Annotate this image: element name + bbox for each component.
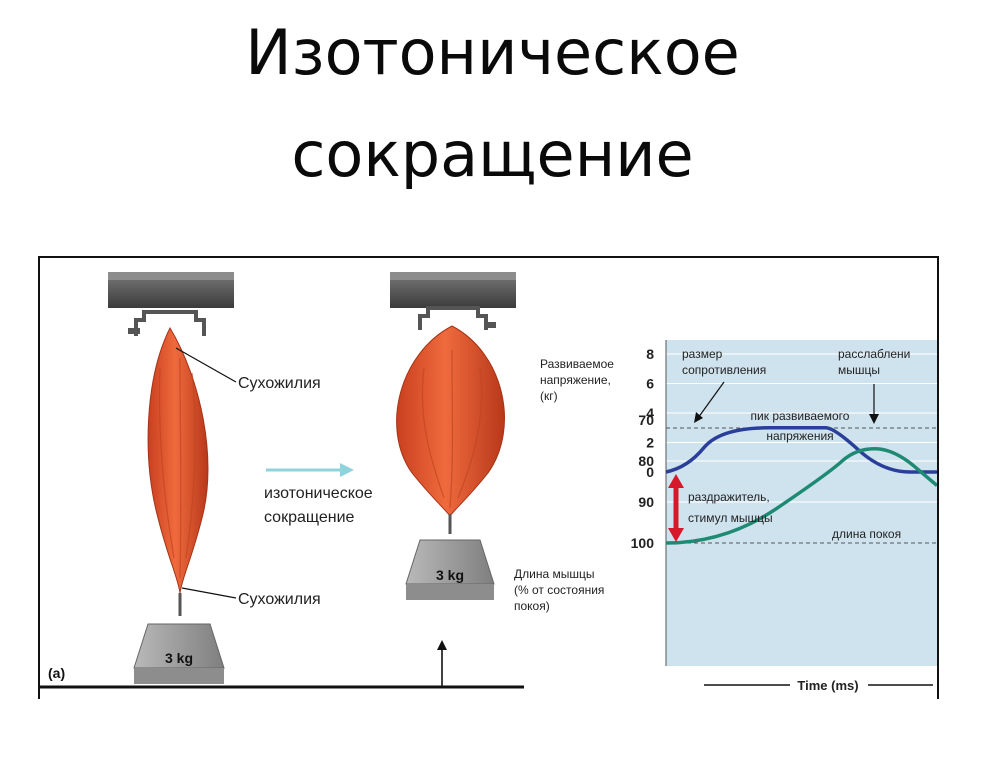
stimulus-arrowhead-down-icon — [668, 528, 684, 542]
tension-tick-label: 0 — [646, 464, 654, 480]
relaxation-label-2: мышцы — [838, 363, 880, 377]
contracted-muscle-fibers — [421, 349, 483, 509]
panel-label: (a) — [48, 665, 65, 681]
load-size-pointer-head-icon — [694, 412, 703, 423]
tendon-label-bottom: Сухожилия — [238, 591, 321, 608]
tension-axis-label-1: Развиваемое — [540, 357, 614, 371]
time-axis-label: Time (ms) — [797, 678, 858, 693]
load-size-pointer — [697, 381, 725, 419]
length-tick-label: 100 — [631, 535, 655, 551]
left-weight-label: 3 kg — [165, 650, 193, 666]
length-tick-label: 90 — [638, 494, 654, 510]
stimulus-label-1: раздражитель, — [688, 490, 770, 504]
length-axis-label-1: Длина мышцы — [514, 567, 594, 581]
left-clamp — [134, 310, 206, 336]
top-tendon-pointer — [175, 347, 237, 383]
relaxed-muscle — [147, 326, 209, 594]
load-size-label-2: сопротивления — [682, 363, 766, 377]
length-series-line — [665, 446, 937, 545]
contracted-muscle — [396, 325, 505, 517]
rest-length-label: длина покоя — [832, 527, 901, 541]
page-title-line-2: сокращение — [291, 118, 694, 191]
left-apparatus: 3 kg Сухожилия Сухожилия (a) — [48, 272, 321, 684]
right-weight-label: 3 kg — [436, 567, 464, 583]
tension-series-line — [665, 426, 937, 474]
graph-grid — [666, 353, 937, 503]
length-tick-label: 80 — [638, 453, 654, 469]
relaxed-muscle-fibers — [158, 357, 196, 579]
stimulus-label-2: стимул мышцы — [688, 511, 773, 525]
tension-tick-label: 6 — [646, 376, 654, 392]
tension-tick-label: 4 — [646, 405, 654, 421]
tension-tick-label: 8 — [646, 346, 654, 362]
relaxation-pointer-head-icon — [869, 414, 879, 424]
tendon-label-top: Сухожилия — [238, 375, 321, 392]
peak-tension-label-2: напряжения — [766, 429, 833, 443]
contraction-arrow-group: изотоническое сокращение — [264, 463, 373, 526]
right-apparatus: 3 kg — [390, 272, 516, 686]
length-axis-label-3: покоя) — [514, 599, 550, 613]
page-title-line-1: Изотоническое — [245, 16, 740, 89]
arrow-caption-line-2: сокращение — [264, 509, 355, 526]
right-weight-base — [406, 584, 494, 600]
tension-axis-label-3: (кг) — [540, 389, 558, 403]
graph: Развиваемое напряжение, (кг) 8 6 4 2 0 Длина… — [514, 340, 937, 693]
arrow-caption-line-1: изотоническое — [264, 485, 373, 502]
tension-axis-label-2: напряжение, — [540, 373, 611, 387]
length-tick-label: 70 — [638, 412, 654, 428]
length-ticks: 100 90 80 70 — [631, 412, 655, 551]
length-axis-label-2: (% от состояния — [514, 583, 604, 597]
right-ceiling-block-top — [390, 272, 516, 280]
right-clamp-screw — [484, 322, 496, 328]
left-ceiling-block-top — [108, 272, 234, 280]
peak-tension-label-1: пик развиваемого — [751, 409, 850, 423]
tension-ticks: 8 6 4 2 0 — [646, 346, 654, 480]
contraction-arrowhead-icon — [340, 463, 354, 477]
upward-arrowhead-icon — [437, 640, 447, 650]
right-clamp — [418, 306, 488, 330]
left-clamp-screw — [128, 328, 140, 334]
graph-background — [666, 340, 937, 666]
figure-svg: 3 kg Сухожилия Сухожилия (a) изотоническ… — [40, 272, 937, 693]
load-size-label-1: размер — [682, 347, 723, 361]
bottom-tendon-pointer — [181, 587, 237, 599]
stimulus-arrowhead-up-icon — [668, 474, 684, 488]
figure-panel: 3 kg Сухожилия Сухожилия (a) изотоническ… — [38, 256, 939, 699]
left-weight-base — [134, 668, 224, 684]
tension-tick-label: 2 — [646, 435, 654, 451]
relaxation-label-1: расслаблени — [838, 347, 910, 361]
